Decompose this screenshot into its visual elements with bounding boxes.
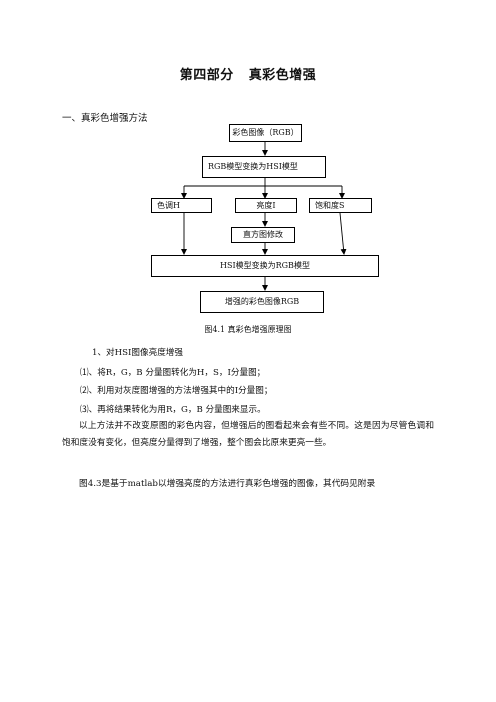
arrow-sat-to-hsirgb <box>339 212 347 255</box>
step-3: ⑶、再将结果转化为用R，G，B 分量图来显示。 <box>80 405 266 415</box>
box-hsi-to-rgb: HSI模型变换为RGB模型 <box>151 255 379 277</box>
box-saturation: 饱和度S <box>309 198 372 213</box>
box-rgb-to-hsi: RGB模型变换为HSI模型 <box>202 156 326 178</box>
step-1: ⑴、将R，G，B 分量图转化为H，S，I分量图； <box>80 368 266 378</box>
paragraph-figure-reference: 图4.3是基于matlab以增强亮度的方法进行真彩色增强的图像，其代码见附录 <box>79 479 376 489</box>
box-output-image: 增强的彩色图像RGB <box>200 291 324 313</box>
box-histogram: 直方图修改 <box>231 227 295 243</box>
subsection-heading: 1、对HSI图像亮度增强 <box>92 348 183 358</box>
box-input-image: 彩色图像（RGB） <box>229 124 302 142</box>
section-heading: 一、真彩色增强方法 <box>62 113 148 124</box>
page-title: 第四部分 真彩色增强 <box>179 68 317 83</box>
figure-caption: 图4.1 真彩色增强原理图 <box>204 325 292 334</box>
paragraph-explanation: 以上方法并不改变原图的彩色内容，但增强后的图看起来会有些不同。这是因为尽管色调和… <box>62 421 434 448</box>
box-hue: 色调H <box>151 198 212 213</box>
step-2: ⑵、利用对灰度图增强的方法增强其中的I分量图； <box>80 386 273 396</box>
box-intensity: 亮度I <box>235 198 297 213</box>
